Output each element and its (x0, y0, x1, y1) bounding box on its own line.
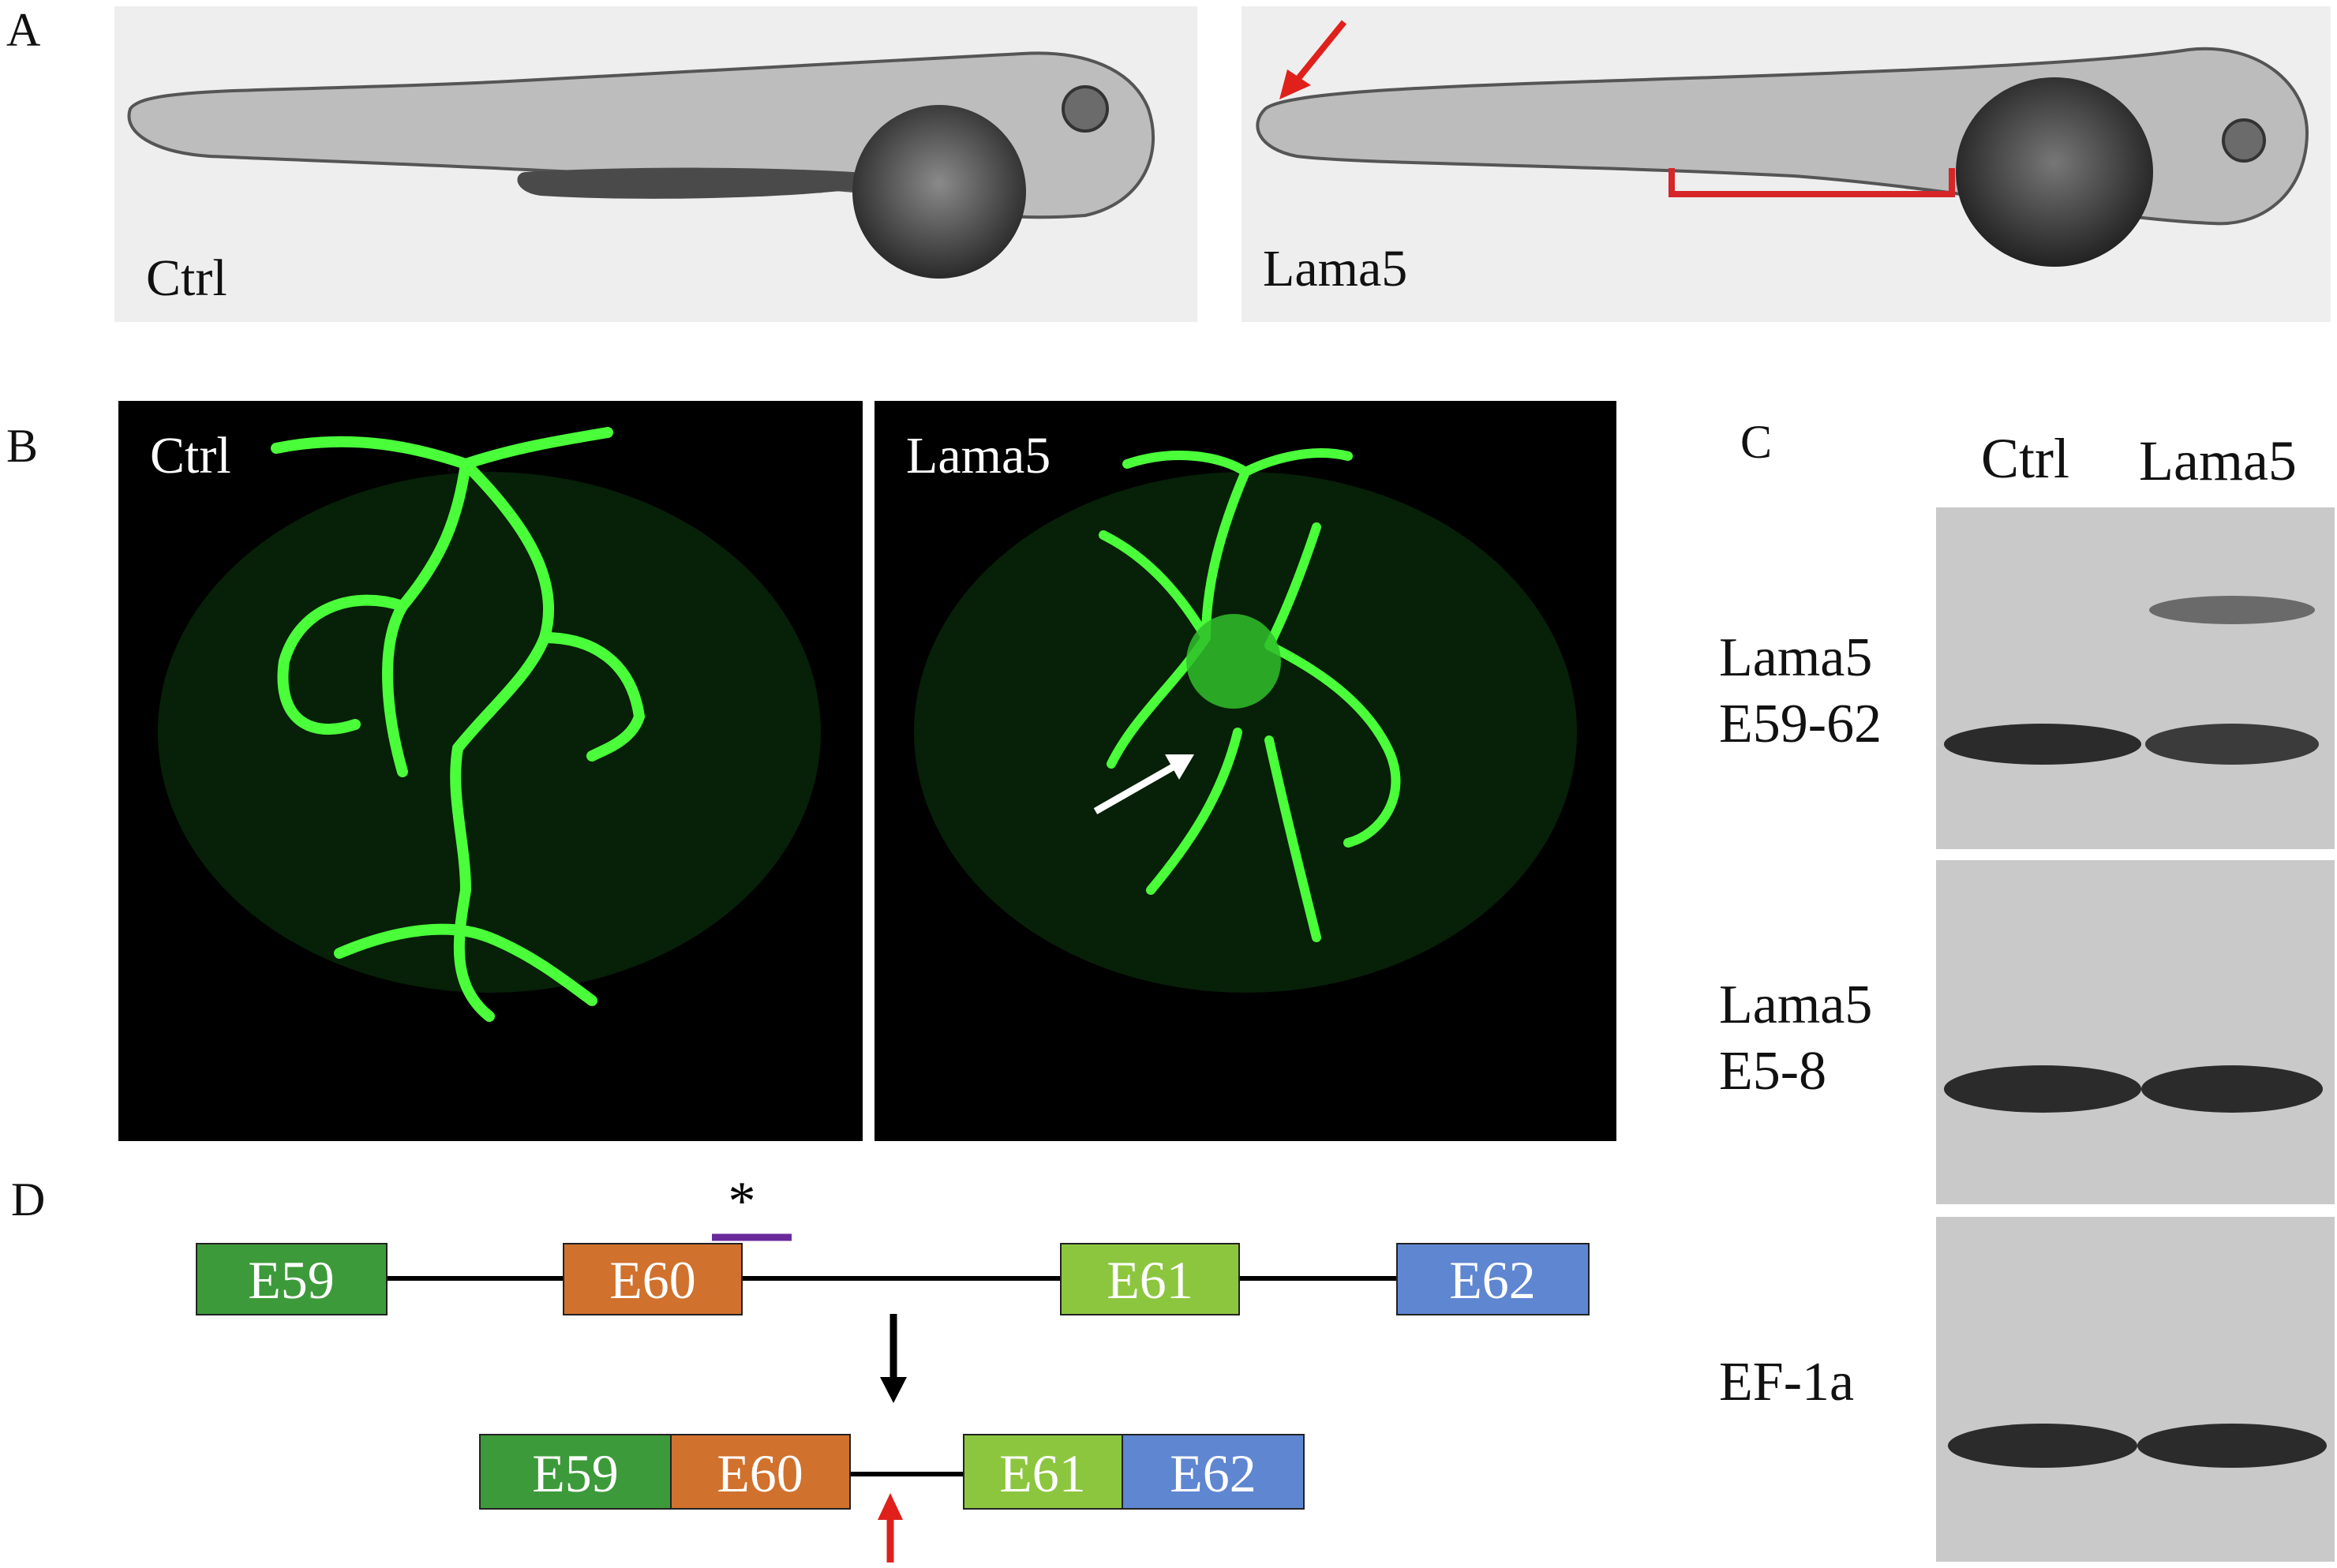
svg-text:E60: E60 (717, 1443, 803, 1503)
embryo-caption-ctrl: Ctrl (146, 249, 227, 307)
gel-band-lama5-lower (2145, 724, 2319, 765)
red-bracket (1668, 168, 1955, 197)
gel-strip-1-bands (1944, 596, 2319, 765)
gel-band-lama5 (2141, 1065, 2323, 1113)
gel-row-label-3: EF-1a (1719, 1349, 1854, 1416)
asterisk-marker: * (728, 1171, 756, 1232)
panel-label-b: B (6, 420, 39, 472)
exon-bottom-e60: E60 (670, 1434, 851, 1510)
vessel-image-lama5 (875, 401, 1616, 1141)
red-arrow-head (1279, 69, 1311, 99)
panel-label-d: D (11, 1173, 46, 1226)
svg-text:E62: E62 (1170, 1443, 1257, 1503)
red-arrow-tail (1290, 20, 1347, 88)
exon-top-e62: E62 (1396, 1243, 1590, 1315)
exon-top-e60: E60 (563, 1243, 743, 1315)
gel-strip-3-bands (1948, 1424, 2327, 1468)
panel-label-a: A (6, 4, 41, 56)
gel-row-label-1-line2: E59-62 (1719, 694, 1882, 754)
gel-row-label-3-line1: EF-1a (1719, 1352, 1855, 1413)
exon-bottom-e61: E61 (963, 1434, 1123, 1510)
embryo-drawing-ctrl (127, 51, 1155, 279)
gel-band-ctrl (1944, 1065, 2141, 1113)
svg-text:E62: E62 (1449, 1250, 1536, 1310)
splicing-diagram: * E59 E60 E61 E62 E59 E60 E61 E62 (196, 1171, 1590, 1562)
white-arrow-tail (1093, 761, 1181, 814)
gel-row-label-1: Lama5 E59-62 (1719, 625, 1882, 758)
vessel-caption-ctrl: Ctrl (150, 427, 231, 485)
vessel-drawing-ctrl (158, 427, 821, 1022)
gel-band-ctrl (1948, 1424, 2137, 1468)
gel-band-ctrl-lower (1944, 724, 2141, 765)
embryo-drawing-lama5 (1256, 20, 2309, 267)
panel-label-c: C (1740, 416, 1773, 468)
gel-strip-2-bands (1944, 1065, 2323, 1113)
gel-band-lama5 (2137, 1424, 2327, 1468)
embryo-image-ctrl (114, 6, 1197, 322)
svg-text:E60: E60 (609, 1250, 696, 1310)
gel-strip-3 (1936, 1217, 2335, 1562)
exon-top-e59: E59 (196, 1243, 388, 1315)
vessel-image-ctrl (118, 401, 863, 1141)
vessel-drawing-lama5 (914, 448, 1577, 993)
exon-top-e61: E61 (1060, 1243, 1240, 1315)
gel-row-label-1-line1: Lama5 (1719, 627, 1873, 688)
svg-text:E61: E61 (1107, 1250, 1193, 1310)
svg-text:E59: E59 (532, 1443, 619, 1503)
exon-bottom-e62: E62 (1122, 1434, 1305, 1510)
gel-header-lama5: Lama5 (2139, 429, 2297, 492)
red-up-arrow-head (878, 1493, 903, 1520)
splice-arrow-head (880, 1377, 907, 1403)
svg-text:E59: E59 (248, 1250, 335, 1310)
white-arrow-head (1165, 754, 1194, 780)
gel-strip-1 (1936, 507, 2335, 849)
embryo-image-lama5 (1242, 6, 2331, 322)
vessel-caption-lama5: Lama5 (906, 427, 1051, 485)
gel-row-label-2-line2: E5-8 (1719, 1041, 1827, 1102)
gel-row-label-2-line1: Lama5 (1719, 975, 1873, 1035)
gel-row-label-2: Lama5 E5-8 (1719, 972, 1872, 1105)
svg-text:E61: E61 (999, 1443, 1086, 1503)
embryo-caption-lama5: Lama5 (1263, 240, 1408, 298)
gel-header-ctrl: Ctrl (1981, 427, 2070, 490)
exon-bottom-e59: E59 (479, 1434, 672, 1510)
gel-band-lama5-upper (2149, 596, 2315, 624)
gel-strip-2 (1936, 860, 2335, 1204)
